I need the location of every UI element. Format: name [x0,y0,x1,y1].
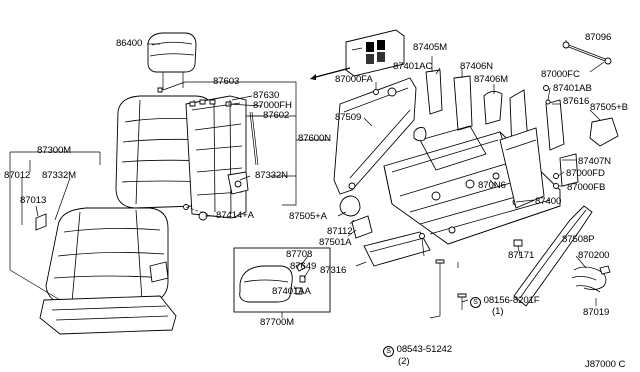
callout-87171: 87171 [508,250,535,261]
callout-87407N: 87407N [578,156,612,167]
callout-87501A: 87501A [319,237,352,248]
callout-87013: 87013 [20,195,47,206]
seat-back-part [115,87,259,221]
callout-08156-8201F-code: 08156-8201F [483,295,540,306]
callout-08156-8201F-qty: (1) [492,306,504,317]
callout-87602: 87602 [263,110,290,121]
callout-87630: 87630 [253,90,280,101]
callout-87401AC: 87401AC [393,61,433,72]
callout-87600N: 87600N [298,133,332,144]
callout-87112: 87112 [327,226,353,237]
callout-87700M: 87700M [260,317,295,328]
callout-87401AB: 87401AB [553,83,592,94]
seat-adjuster-assembly [333,41,619,310]
callout-87300M: 87300M [37,145,72,156]
callout-87000FH: 87000FH [253,100,292,111]
s-symbol-icon: S [470,297,481,308]
callout-87405M: 87405M [413,42,448,53]
callout-08156-8201F: S 08156-8201F [470,296,540,308]
callout-87012: 87012 [4,170,31,181]
callout-87603: 87603 [213,76,240,87]
s-symbol-icon: S [383,346,394,357]
vehicle-locator-thumbnail [310,29,405,80]
callout-08543-51242-qty: (2) [398,356,410,367]
callout-87000FC: 87000FC [541,69,580,80]
callout-87000FB: 87000FB [567,182,606,193]
headrest-part [147,32,197,90]
callout-87400: 87400 [535,196,562,207]
callout-870N6: 870N6 [478,180,506,191]
callout-87332M: 87332M [42,170,77,181]
callout-87406M: 87406M [474,74,509,85]
callout-87000FD: 87000FD [566,168,605,179]
armrest-part [233,247,331,313]
callout-87505A: 87505+A [289,211,327,222]
leader-lines-left [9,43,330,318]
callout-87509: 87509 [335,112,362,123]
callout-87019: 87019 [583,307,610,318]
callout-87332N: 87332N [255,170,289,181]
callout-87649: 87649 [290,261,317,272]
callout-87616: 87616 [563,96,590,107]
callout-08543-51242: S 08543-51242 [383,345,452,357]
callout-87708: 87708 [286,249,313,260]
callout-87000FA: 87000FA [335,74,373,85]
callout-87406N: 87406N [460,61,494,72]
seat-cushion-part [35,207,177,335]
callout-86400: 86400 [116,38,143,49]
callout-08543-51242-code: 08543-51242 [396,344,453,355]
callout-87508P: 87508P [562,234,595,245]
callout-870200: 870200 [578,250,610,261]
leader-lines-right [337,40,605,319]
callout-87096: 87096 [585,32,612,43]
drawing-code: J87000 C [585,359,626,370]
callout-87316: 87316 [320,265,347,276]
callout-87401AA: 87401AA [272,286,311,297]
callout-87505B: 87505+B [590,102,628,113]
callout-87414A: 87414+A [216,210,254,221]
